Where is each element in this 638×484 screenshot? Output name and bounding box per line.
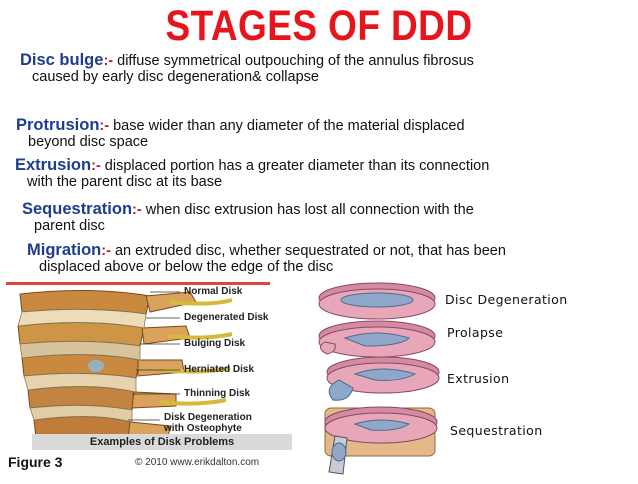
definition-text: diffuse symmetrical outpouching of the a… [113, 53, 474, 69]
definition-extrusion: Extrusion:- displaced portion has a grea… [15, 157, 489, 190]
definition-text: base wider than any diameter of the mate… [109, 118, 465, 134]
spine-label-degenerated: Degenerated Disk [184, 312, 269, 323]
term-label: Protrusion [16, 116, 100, 134]
term-separator: :- [91, 158, 101, 174]
nerve-roots [159, 298, 233, 406]
prolapse-drawing [318, 320, 436, 358]
definition-disc-bulge: Disc bulge:- diffuse symmetrical outpouc… [20, 52, 474, 85]
definition-text-continued: caused by early disc degeneration& colla… [32, 69, 319, 85]
spine-label-herniated: Herniated Disk [184, 364, 255, 375]
disc-stages-figure: Disc Degeneration Prolapse Extrusion Seq… [305, 276, 638, 479]
definition-text: displaced portion has a greater diameter… [100, 158, 490, 174]
slide-title: STAGES OF DDD [165, 2, 473, 50]
figure-copyright: © 2010 www.erikdalton.com [135, 457, 260, 468]
spine-label-thinning: Thinning Disk [184, 388, 251, 399]
term-label: Sequestration [22, 200, 133, 218]
disc-degeneration-drawing [318, 282, 436, 320]
term-separator: :- [103, 53, 114, 69]
definition-text: when disc extrusion has lost all connect… [141, 202, 474, 218]
definition-text-continued: parent disc [34, 218, 105, 234]
definition-text-continued: beyond disc space [28, 134, 149, 150]
spine-label-bulging: Bulging Disk [184, 338, 246, 349]
definition-migration: Migration:- an extruded disc, whether se… [27, 242, 506, 275]
spine-illustration [0, 282, 300, 452]
definition-text: an extruded disc, whether sequestrated o… [110, 243, 506, 259]
stage-label-disc-degeneration: Disc Degeneration [445, 292, 568, 307]
term-separator: :- [99, 118, 110, 134]
figure-banner: Examples of Disk Problems [32, 434, 292, 450]
definition-text-continued: with the parent disc at its base [27, 174, 223, 190]
sequestration-drawing [324, 406, 438, 475]
definition-protrusion: Protrusion:- base wider than any diamete… [16, 117, 465, 150]
term-separator: :- [101, 243, 111, 259]
definition-text-continued: displaced above or below the edge of the… [39, 259, 334, 275]
leader-lines [128, 291, 180, 421]
term-separator: :- [132, 202, 142, 218]
term-label: Disc bulge [20, 51, 104, 69]
extrusion-drawing [326, 356, 440, 401]
spine-label-normal: Normal Disk [184, 286, 243, 297]
disc-stages-illustration [305, 276, 638, 479]
stage-label-extrusion: Extrusion [447, 371, 510, 386]
definition-sequestration: Sequestration:- when disc extrusion has … [22, 201, 474, 234]
term-label: Migration [27, 241, 102, 259]
stage-label-prolapse: Prolapse [447, 325, 504, 340]
figure-label: Figure 3 [8, 454, 63, 470]
term-label: Extrusion [15, 156, 92, 174]
spine-disk-problems-figure: Normal Disk Degenerated Disk Bulging Dis… [0, 282, 300, 479]
stage-label-sequestration: Sequestration [450, 423, 543, 438]
